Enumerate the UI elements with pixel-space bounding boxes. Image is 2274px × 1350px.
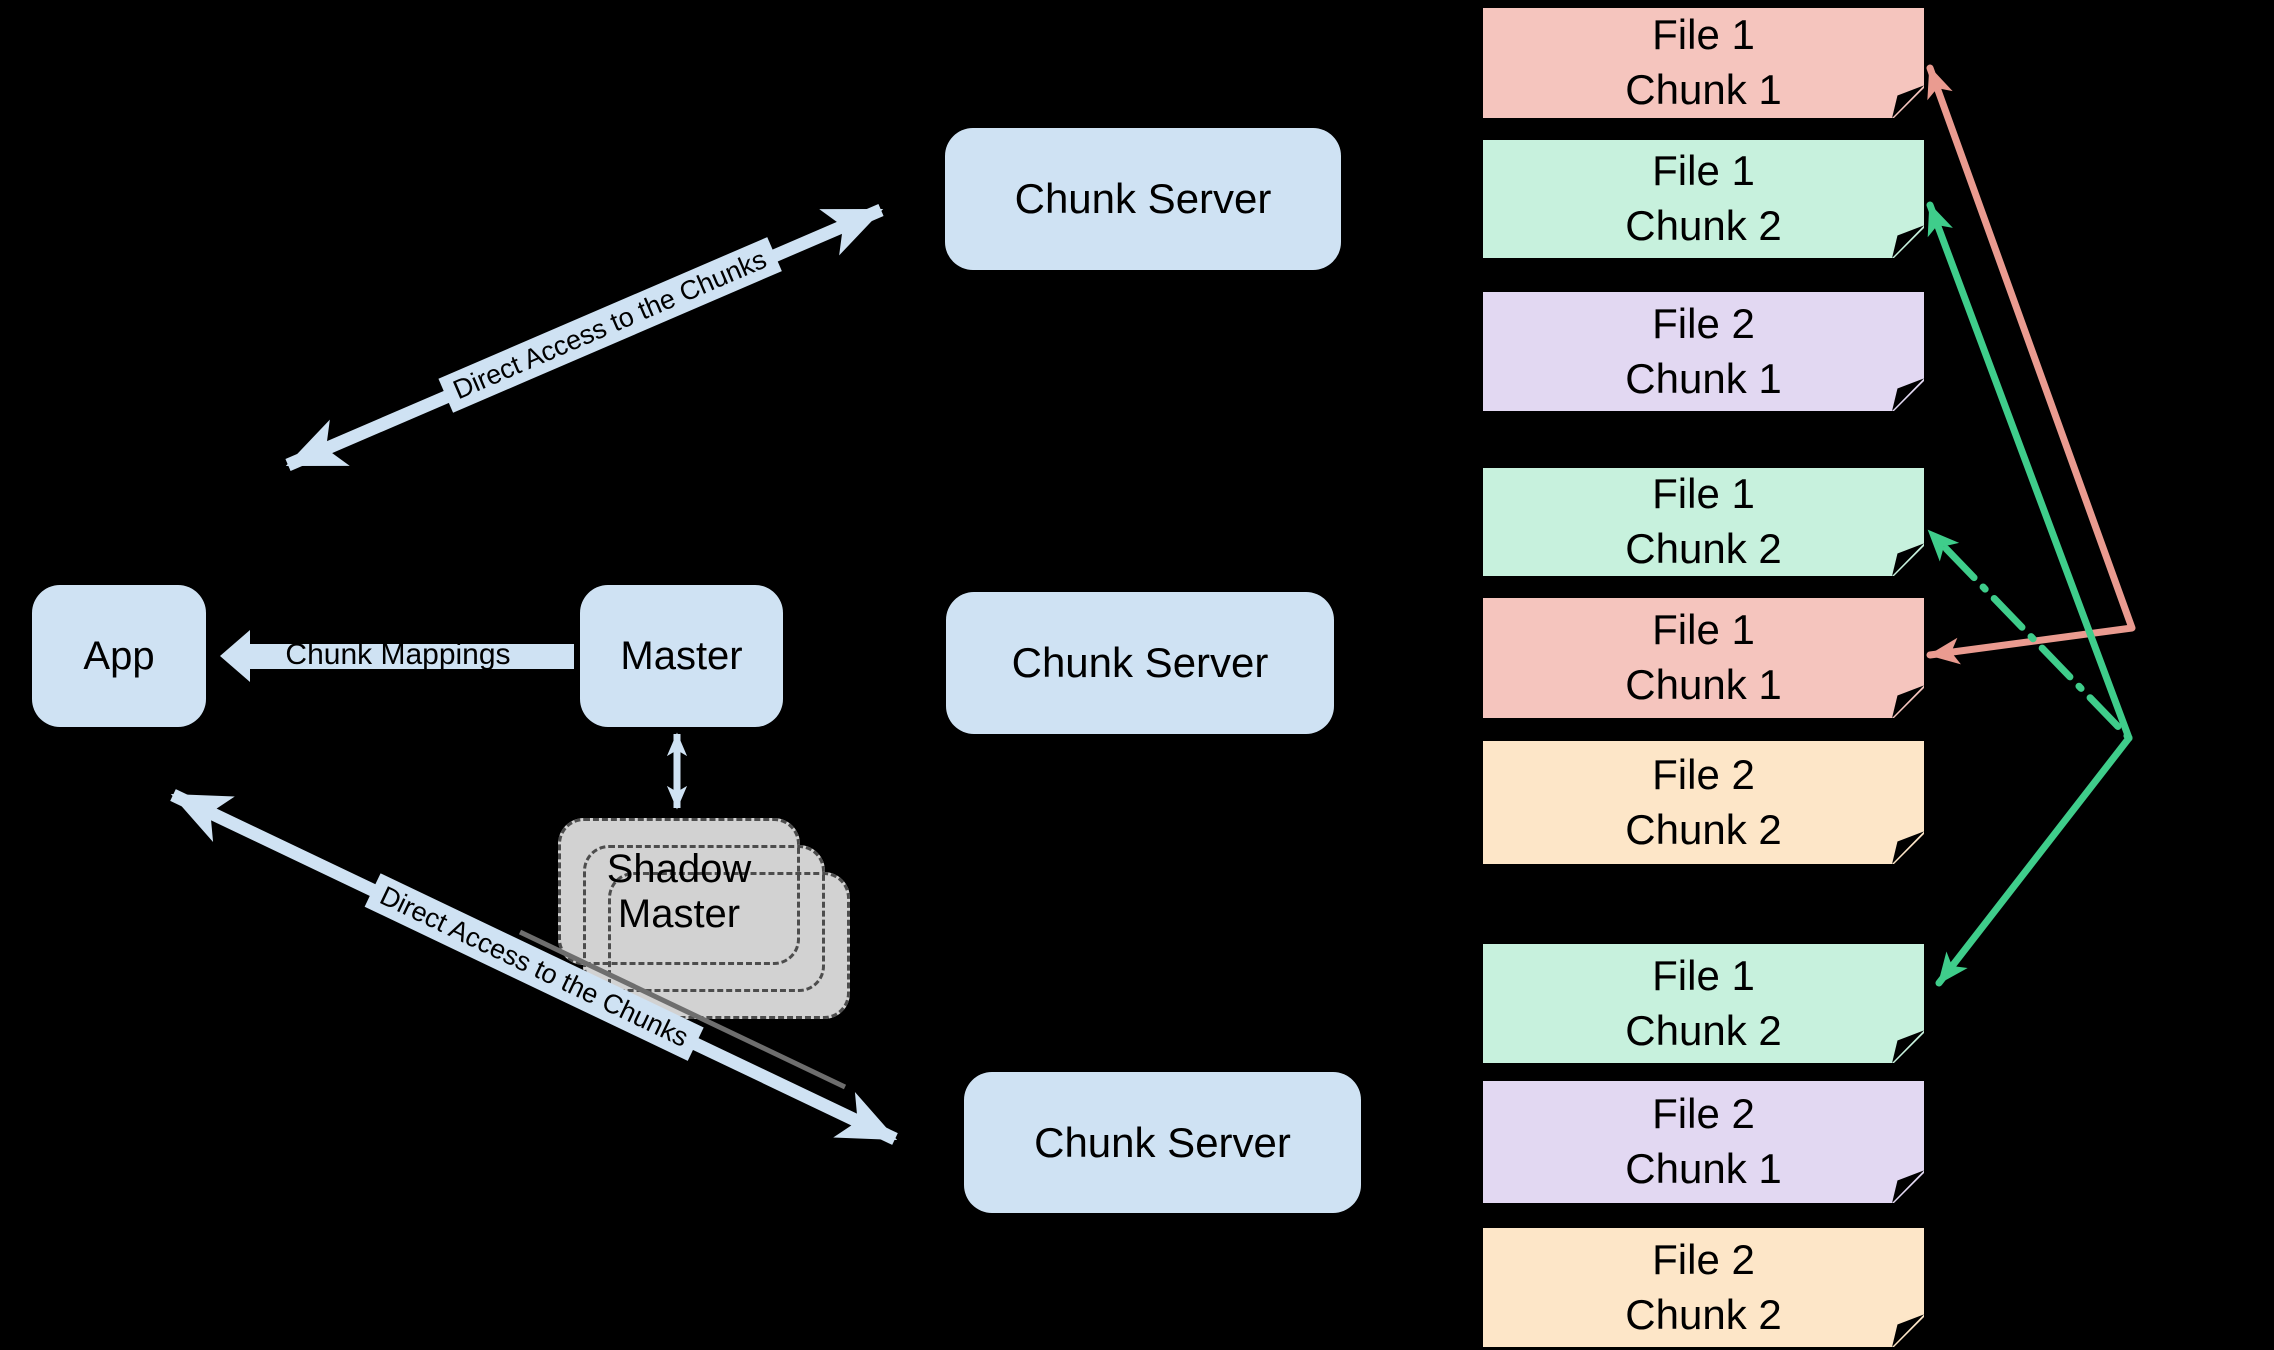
app-label: App bbox=[83, 633, 155, 678]
dog-ear-icon bbox=[1890, 1029, 1924, 1063]
chunk-box: File 1 Chunk 2 bbox=[1483, 140, 1924, 258]
replica-link-green-top bbox=[1926, 201, 2133, 742]
chunk-box: File 1 Chunk 2 bbox=[1483, 944, 1924, 1063]
shadow-master-label: Shadow Master bbox=[606, 846, 752, 936]
chunk-chunk-label: Chunk 2 bbox=[1625, 805, 1782, 853]
dog-ear-icon bbox=[1890, 224, 1924, 258]
master-node: Master bbox=[580, 585, 783, 727]
replica-link-salmon bbox=[1926, 64, 2136, 665]
chunk-chunk-label: Chunk 2 bbox=[1625, 202, 1782, 249]
chunk-chunk-label: Chunk 1 bbox=[1625, 1145, 1782, 1192]
master-label: Master bbox=[620, 633, 743, 678]
chunk-server-3-node: Chunk Server bbox=[964, 1072, 1361, 1213]
chunk-chunk-label: Chunk 1 bbox=[1625, 66, 1782, 113]
chunk-box: File 2 Chunk 1 bbox=[1483, 292, 1924, 411]
chunk-file-label: File 1 bbox=[1652, 470, 1755, 518]
chunk-mappings-label: Chunk Mappings bbox=[285, 638, 511, 671]
chunk-chunk-label: Chunk 2 bbox=[1625, 1006, 1782, 1054]
chunk-file-label: File 2 bbox=[1652, 299, 1755, 347]
chunk-server-2-node: Chunk Server bbox=[946, 592, 1334, 734]
app-node: App bbox=[32, 585, 206, 727]
dog-ear-icon bbox=[1890, 377, 1924, 411]
chunk-server-2-label: Chunk Server bbox=[1011, 639, 1269, 686]
chunk-box: File 2 Chunk 2 bbox=[1483, 741, 1924, 864]
chunk-file-label: File 2 bbox=[1652, 1235, 1755, 1283]
dog-ear-icon bbox=[1890, 84, 1924, 118]
chunk-file-label: File 1 bbox=[1652, 147, 1755, 195]
chunk-chunk-label: Chunk 1 bbox=[1625, 661, 1782, 708]
dog-ear-icon bbox=[1890, 830, 1924, 864]
dog-ear-icon bbox=[1890, 542, 1924, 576]
chunk-server-3-label: Chunk Server bbox=[1034, 1118, 1291, 1166]
direct-access-top-label: Direct Access to the Chunks bbox=[438, 237, 782, 413]
chunk-box: File 2 Chunk 2 bbox=[1483, 1228, 1924, 1347]
chunk-box: File 1 Chunk 1 bbox=[1483, 598, 1924, 718]
chunk-chunk-label: Chunk 2 bbox=[1625, 525, 1782, 572]
replica-link-green-bottom bbox=[1935, 734, 2133, 987]
chunk-server-1-label: Chunk Server bbox=[1014, 175, 1272, 222]
chunk-file-label: File 2 bbox=[1652, 750, 1755, 798]
chunk-box: File 1 Chunk 2 bbox=[1483, 468, 1924, 576]
chunk-box: File 2 Chunk 1 bbox=[1483, 1081, 1924, 1203]
dog-ear-icon bbox=[1890, 684, 1924, 718]
chunk-chunk-label: Chunk 1 bbox=[1625, 354, 1782, 402]
chunk-chunk-label: Chunk 2 bbox=[1625, 1290, 1782, 1338]
chunk-file-label: File 1 bbox=[1652, 606, 1755, 654]
chunk-file-label: File 1 bbox=[1652, 11, 1755, 59]
dog-ear-icon bbox=[1890, 1169, 1924, 1203]
replica-link-green-middle bbox=[1925, 527, 2133, 742]
chunk-server-1-node: Chunk Server bbox=[945, 128, 1341, 270]
chunk-file-label: File 1 bbox=[1652, 951, 1755, 999]
dog-ear-icon bbox=[1890, 1313, 1924, 1347]
chunk-box: File 1 Chunk 1 bbox=[1483, 8, 1924, 118]
chunk-file-label: File 2 bbox=[1652, 1090, 1755, 1138]
